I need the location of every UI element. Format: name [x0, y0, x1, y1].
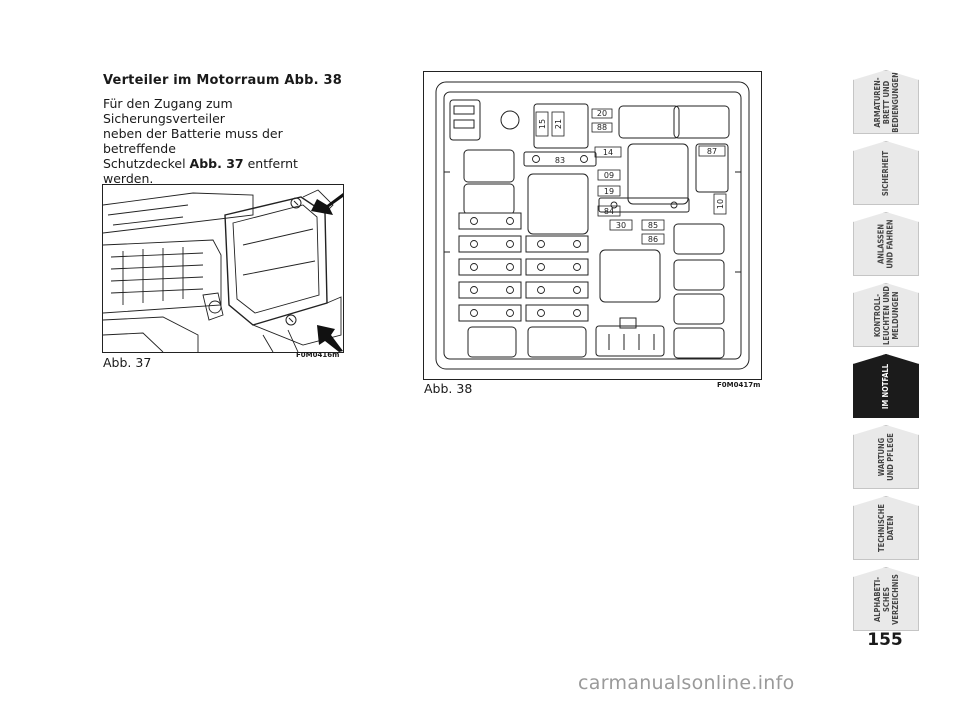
tab-im-notfall[interactable]: IM NOTFALL: [853, 354, 919, 418]
fuse-label-21: 21: [554, 119, 563, 129]
tab-kontrollleuchten[interactable]: KONTROLL- LEUCHTEN UND MELDUNGEN: [853, 283, 919, 347]
tab-label: SICHERHEIT: [881, 150, 891, 196]
figure-37-image: [102, 184, 344, 353]
figure-38-image: 20 15 21 88 14 83 87 09 19 84 10 30 85 8…: [423, 71, 762, 380]
figure-37-caption: Abb. 37: [103, 355, 152, 370]
figure-reference-link[interactable]: Abb. 37: [189, 156, 244, 171]
fuse-label-85: 85: [648, 221, 658, 230]
fuse-label-14: 14: [603, 148, 613, 157]
body-line-2: neben der Batterie muss der betreffende: [103, 126, 283, 156]
fuse-label-30: 30: [616, 221, 626, 230]
tab-label: IM NOTFALL: [881, 363, 891, 409]
section-heading: Verteiler im Motorraum Abb. 38: [103, 73, 342, 88]
fuse-label-83: 83: [555, 156, 565, 165]
fuse-label-15: 15: [538, 119, 547, 129]
figure-38-caption: Abb. 38: [424, 381, 473, 396]
tab-label: WARTUNG UND PFLEGE: [876, 433, 895, 481]
tab-armaturenbrett[interactable]: ARMATUREN- BRETT UND BEDIENGUNGEN: [853, 70, 919, 134]
tab-technische-daten[interactable]: TECHNISCHE DATEN: [853, 496, 919, 560]
tab-verzeichnis[interactable]: ALPHABETI- SCHES VERZEICHNIS: [853, 567, 919, 631]
body-line-3-suffix: entfernt werden.: [103, 156, 298, 186]
fuse-label-19: 19: [604, 187, 614, 196]
tab-label: KONTROLL- LEUCHTEN UND MELDUNGEN: [872, 285, 900, 345]
watermark: carmanualsonline.info: [578, 672, 795, 694]
fuse-label-88: 88: [597, 123, 607, 132]
body-line-3-prefix: Schutzdeckel: [103, 156, 190, 171]
fuse-label-20: 20: [597, 109, 607, 118]
figure-38-code: F0M0417m: [717, 381, 761, 389]
fuse-label-10: 10: [716, 199, 725, 209]
section-body: Für den Zugang zum Sicherungsverteiler n…: [103, 96, 343, 186]
fuse-label-86: 86: [648, 235, 658, 244]
body-line-1: Für den Zugang zum Sicherungsverteiler: [103, 96, 233, 126]
fuse-label-09: 09: [604, 171, 614, 180]
tab-anlassen[interactable]: ANLASSEN UND FAHREN: [853, 212, 919, 276]
tab-sicherheit[interactable]: SICHERHEIT: [853, 141, 919, 205]
figure-37-code: F0M0416m: [296, 351, 340, 359]
fuse-label-87: 87: [707, 147, 717, 156]
page-number: 155: [867, 630, 903, 650]
tab-label: ARMATUREN- BRETT UND BEDIENGUNGEN: [872, 71, 900, 133]
chapter-sidebar: ARMATUREN- BRETT UND BEDIENGUNGEN SICHER…: [853, 70, 919, 638]
tab-label: TECHNISCHE DATEN: [876, 503, 895, 553]
tab-label: ALPHABETI- SCHES VERZEICHNIS: [872, 573, 900, 625]
fuse-label-84: 84: [604, 207, 614, 216]
tab-label: ANLASSEN UND FAHREN: [877, 219, 895, 269]
tab-wartung[interactable]: WARTUNG UND PFLEGE: [853, 425, 919, 489]
